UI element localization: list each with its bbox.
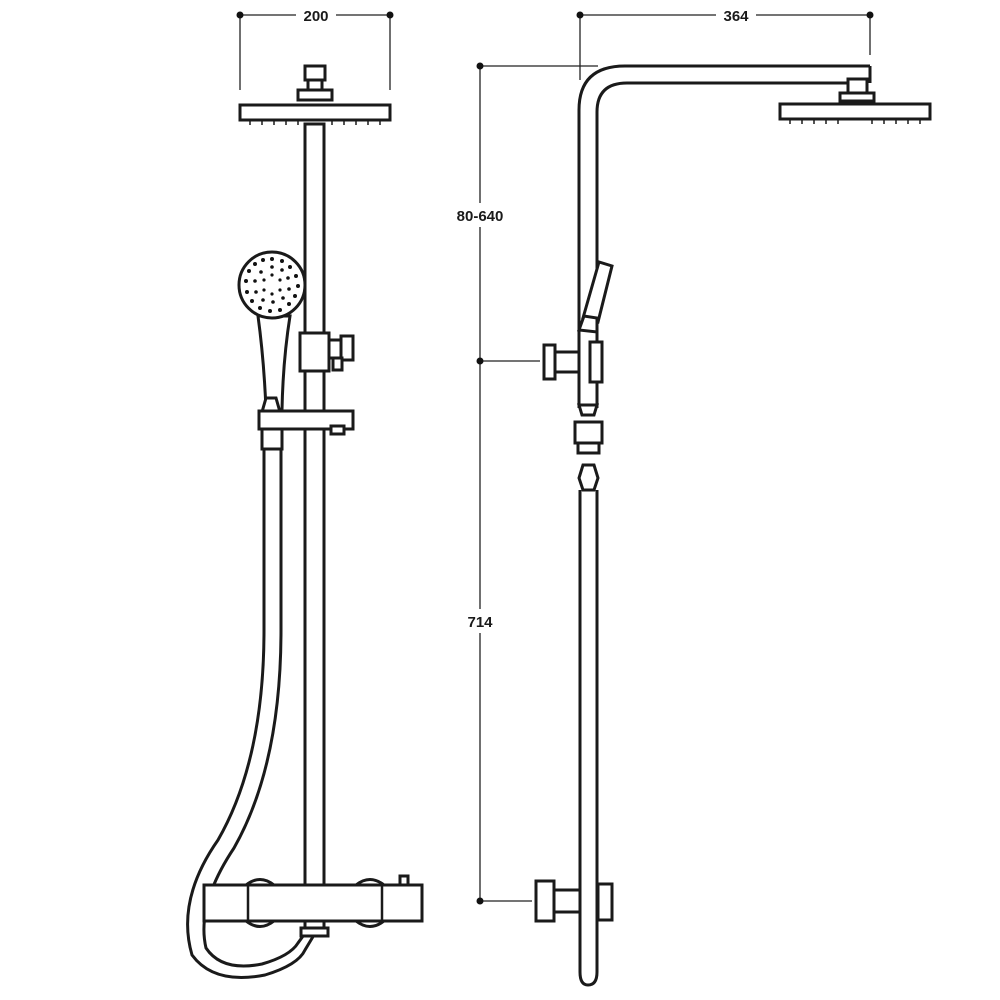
side-upper-wall-bracket (542, 340, 604, 384)
front-overhead-shower-head (238, 64, 392, 125)
front-hand-shower (237, 250, 307, 414)
side-lower-wall-bracket (534, 879, 614, 923)
dimension-arm-projection: 364 (576, 4, 874, 80)
side-view: 364 80-640 714 (448, 4, 932, 987)
dimension-label-arm-projection: 364 (723, 8, 749, 25)
front-hand-shower-holder (257, 409, 355, 451)
dimension-head-width: 200 (236, 4, 394, 90)
front-riser-pipe (303, 122, 326, 932)
dimension-label-head-width: 200 (303, 8, 328, 25)
side-overhead-shower-head (778, 77, 932, 124)
front-thermostatic-valve (202, 874, 424, 938)
front-view: 200 (186, 4, 424, 979)
dimension-label-valve-to-bracket: 714 (467, 614, 493, 631)
dimension-label-height-adjustment: 80-640 (457, 208, 504, 225)
side-slider-coupling (573, 403, 604, 492)
side-riser-with-arm (577, 64, 870, 408)
side-hand-shower (576, 260, 614, 334)
front-diverter (298, 331, 355, 373)
front-shower-hose (186, 449, 316, 979)
dimension-vertical: 80-640 714 (448, 62, 598, 905)
spray-nozzle-pattern (244, 257, 300, 313)
side-lower-pipe (578, 490, 599, 987)
